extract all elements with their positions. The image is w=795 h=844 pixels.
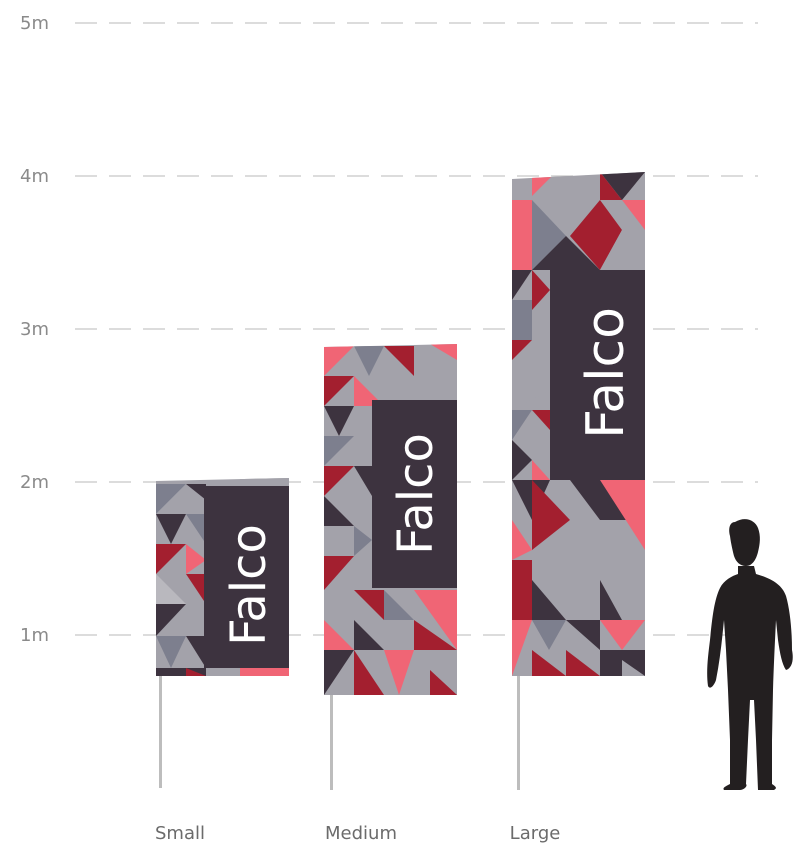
- flag-large: Falco Large: [510, 172, 645, 844]
- flag-pole: [330, 690, 333, 790]
- size-label: Medium: [325, 823, 397, 844]
- size-label: Large: [510, 823, 561, 844]
- tick-label: 4m: [20, 166, 49, 187]
- person-silhouette: [707, 519, 793, 790]
- tick-label: 1m: [20, 625, 49, 646]
- tick-4m: 4m: [20, 166, 758, 187]
- tick-5m: 5m: [20, 13, 758, 34]
- flag-pole: [517, 670, 520, 790]
- flag-pole: [159, 670, 162, 788]
- flag-medium: Falco Medium: [324, 344, 457, 844]
- brand-panel: [204, 486, 289, 668]
- flag-banner: [512, 172, 645, 676]
- size-label: Small: [155, 823, 205, 844]
- pattern: [324, 344, 457, 695]
- flag-brand-text: Falco: [221, 524, 277, 646]
- flag-brand-text: Falco: [576, 307, 636, 439]
- tick-label: 5m: [20, 13, 49, 34]
- brand-panel: [372, 400, 457, 588]
- flag-banner: [156, 478, 289, 676]
- pattern: [512, 172, 645, 676]
- flag-small: Falco Small: [155, 478, 289, 844]
- brand-panel: [550, 270, 645, 480]
- tick-label: 3m: [20, 319, 49, 340]
- tick-3m: 3m: [20, 319, 758, 340]
- pattern: [156, 478, 289, 676]
- flag-banner: [324, 344, 457, 695]
- tick-label: 2m: [20, 472, 49, 493]
- flag-brand-text: Falco: [388, 433, 444, 555]
